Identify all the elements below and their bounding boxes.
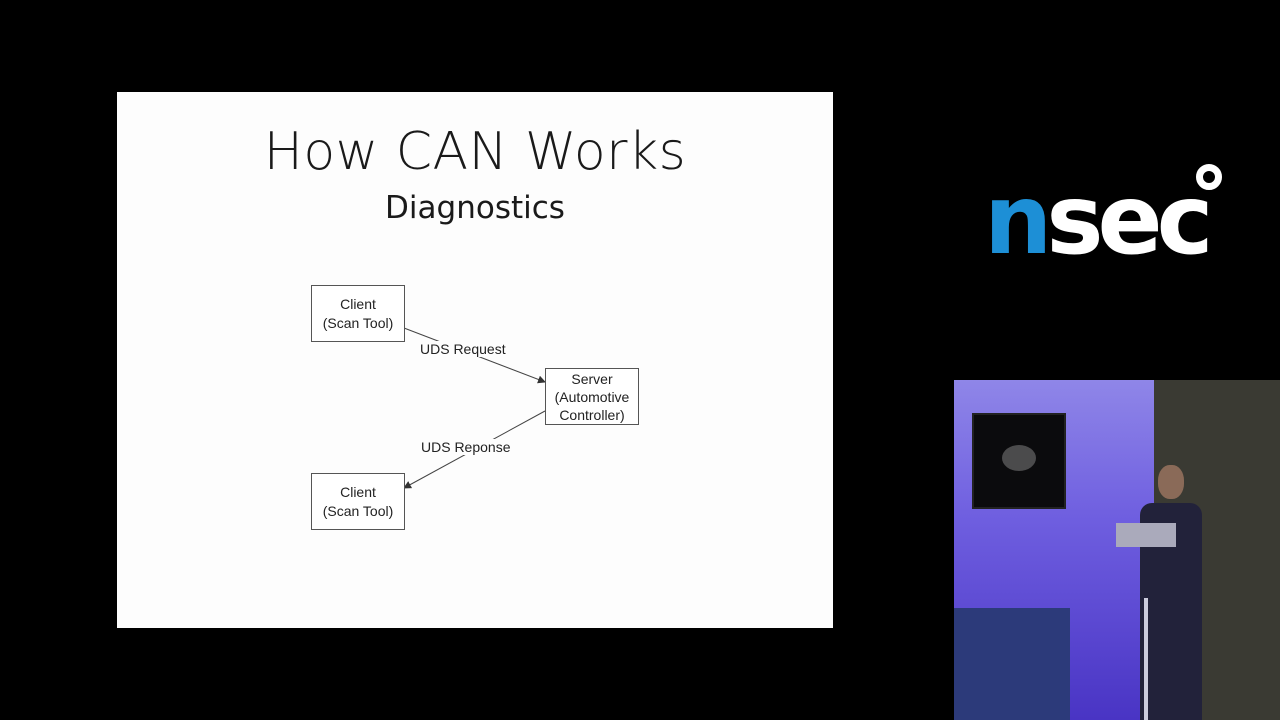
logo-sec: sec	[1046, 164, 1213, 276]
client-bottom-line2: (Scan Tool)	[322, 502, 394, 519]
client-node-bottom: Client (Scan Tool)	[311, 473, 405, 530]
client-bottom-line1: Client	[340, 483, 376, 500]
uds-response-label: UDS Reponse	[419, 439, 513, 455]
slide-subtitle: Diagnostics	[385, 190, 565, 226]
camera-table	[954, 608, 1070, 720]
camera-tv-screen	[972, 413, 1066, 509]
server-node: Server (Automotive Controller)	[545, 368, 639, 425]
camera-speaker	[1140, 465, 1202, 720]
diagram-edges	[403, 327, 546, 489]
client-top-line1: Client	[340, 295, 376, 312]
logo-n: n	[984, 164, 1052, 276]
client-top-line2: (Scan Tool)	[322, 314, 394, 331]
camera-laptop	[1116, 523, 1176, 547]
server-line3: Controller)	[559, 406, 625, 423]
server-line1: Server	[571, 370, 613, 387]
camera-podium	[1144, 598, 1148, 720]
server-line2: (Automotive	[554, 388, 630, 405]
logo-loop-icon	[1196, 164, 1222, 190]
slide-title: How CAN Works	[263, 122, 687, 182]
nsec-logo: nsec	[984, 170, 1244, 270]
uds-request-label: UDS Request	[418, 341, 508, 357]
speaker-camera-feed	[954, 380, 1280, 720]
client-node-top: Client (Scan Tool)	[311, 285, 405, 342]
presentation-slide: How CAN Works Diagnostics Client (Scan T…	[117, 92, 833, 628]
